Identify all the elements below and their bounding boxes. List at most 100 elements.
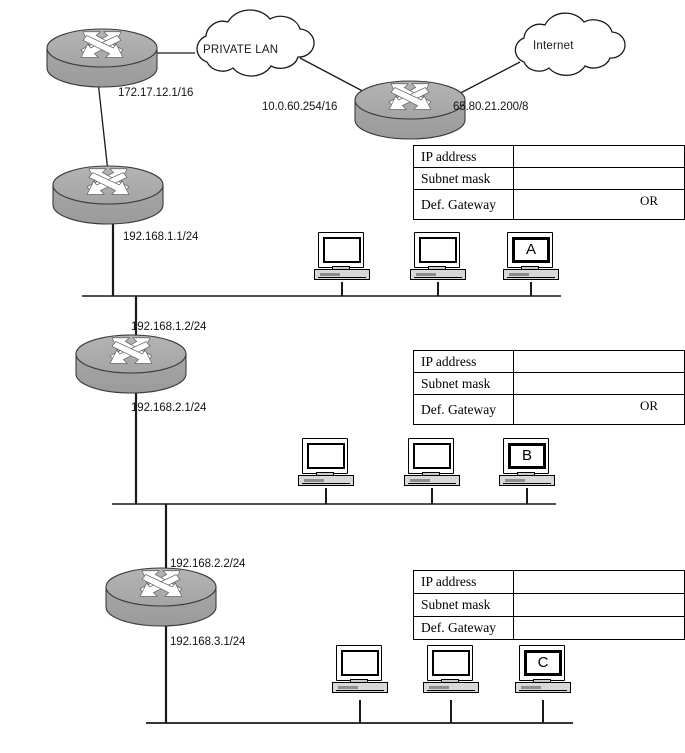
or-separator-label: OR xyxy=(639,397,658,413)
monitor-screen xyxy=(323,236,361,263)
config-key-subnet-mask: Subnet mask xyxy=(412,593,515,617)
monitor-screen xyxy=(307,442,345,469)
config-value-def-gateway[interactable]: OR xyxy=(512,394,685,425)
monitor-screen: A xyxy=(512,236,550,263)
base-slot xyxy=(429,685,449,689)
config-table-a: IP address Subnet mask Def. Gateway OR xyxy=(413,145,685,220)
monitor-icon: A xyxy=(507,232,553,268)
monitor-screen: C xyxy=(524,649,562,676)
computer-base xyxy=(314,269,370,280)
base-slot xyxy=(320,272,340,276)
router-edge xyxy=(354,80,466,140)
pc-c1 xyxy=(332,645,388,695)
table-row: Def. Gateway xyxy=(412,616,685,640)
base-slot xyxy=(338,685,358,689)
base-slot xyxy=(509,272,529,276)
host-label: C xyxy=(537,654,549,671)
computer-base xyxy=(332,682,388,693)
pc-a3: A xyxy=(503,232,559,282)
link-privatelan-edgerouter xyxy=(299,57,373,97)
config-key-subnet-mask: Subnet mask xyxy=(413,372,514,395)
config-table-c: IP address Subnet mask Def. Gateway xyxy=(412,570,685,640)
monitor-icon xyxy=(318,232,364,268)
router-second xyxy=(52,165,164,225)
cloud-label-private-lan: PRIVATE LAN xyxy=(203,44,279,56)
table-row: Def. Gateway OR xyxy=(413,394,685,425)
base-line xyxy=(302,483,350,484)
base-line xyxy=(427,690,475,691)
config-key-ip-address: IP address xyxy=(412,570,515,594)
monitor-screen xyxy=(413,442,451,469)
cloud-label-internet: Internet xyxy=(533,40,574,52)
ip-label-65-80-21-200: 65.80.21.200/8 xyxy=(453,101,529,113)
base-line xyxy=(414,277,462,278)
config-value-ip-address[interactable] xyxy=(512,350,685,373)
table-row: Subnet mask xyxy=(413,372,685,395)
ip-label-172-17-12-1: 172.17.12.1/16 xyxy=(118,87,194,99)
monitor-icon xyxy=(336,645,382,681)
table-row: IP address xyxy=(412,570,685,594)
config-key-ip-address: IP address xyxy=(413,350,514,373)
computer-base xyxy=(423,682,479,693)
config-value-subnet-mask[interactable] xyxy=(513,593,685,617)
config-key-subnet-mask: Subnet mask xyxy=(413,167,514,190)
config-value-def-gateway[interactable]: OR xyxy=(512,189,685,220)
config-value-def-gateway[interactable] xyxy=(513,616,685,640)
ip-label-192-168-1-1: 192.168.1.1/24 xyxy=(123,231,199,243)
config-value-ip-address[interactable] xyxy=(513,570,685,594)
host-label: B xyxy=(521,447,532,464)
pc-c2 xyxy=(423,645,479,695)
config-value-ip-address[interactable] xyxy=(512,145,685,168)
base-slot xyxy=(304,478,324,482)
monitor-screen xyxy=(341,649,379,676)
table-row: Subnet mask xyxy=(412,593,685,617)
router-third xyxy=(75,334,187,394)
pc-b1 xyxy=(298,438,354,488)
ip-label-192-168-1-2: 192.168.1.2/24 xyxy=(131,321,207,333)
monitor-icon: B xyxy=(503,438,549,474)
base-slot xyxy=(521,685,541,689)
router-fourth xyxy=(105,567,217,627)
computer-base xyxy=(499,475,555,486)
router-top-left xyxy=(46,28,158,88)
monitor-screen xyxy=(432,649,470,676)
computer-base xyxy=(410,269,466,280)
base-line xyxy=(318,277,366,278)
computer-base xyxy=(515,682,571,693)
ip-label-10-0-60-254: 10.0.60.254/16 xyxy=(262,101,338,113)
config-value-subnet-mask[interactable] xyxy=(512,167,685,190)
base-line xyxy=(503,483,551,484)
base-slot xyxy=(505,478,525,482)
base-line xyxy=(519,690,567,691)
monitor-screen: B xyxy=(508,442,546,469)
monitor-icon xyxy=(414,232,460,268)
config-key-def-gateway: Def. Gateway xyxy=(413,394,514,425)
pc-b3: B xyxy=(499,438,555,488)
base-line xyxy=(507,277,555,278)
config-value-subnet-mask[interactable] xyxy=(512,372,685,395)
pc-c3: C xyxy=(515,645,571,695)
base-line xyxy=(408,483,456,484)
computer-base xyxy=(503,269,559,280)
table-row: Def. Gateway OR xyxy=(413,189,685,220)
table-row: IP address xyxy=(413,350,685,373)
monitor-icon xyxy=(408,438,454,474)
base-line xyxy=(336,690,384,691)
config-key-def-gateway: Def. Gateway xyxy=(413,189,514,220)
monitor-screen xyxy=(419,236,457,263)
ip-label-192-168-2-1: 192.168.2.1/24 xyxy=(131,402,207,414)
host-label: A xyxy=(525,241,536,258)
monitor-icon xyxy=(427,645,473,681)
config-table-b: IP address Subnet mask Def. Gateway OR xyxy=(413,350,685,425)
base-slot xyxy=(416,272,436,276)
base-slot xyxy=(410,478,430,482)
ip-label-192-168-3-1: 192.168.3.1/24 xyxy=(170,636,246,648)
cloud-private-lan xyxy=(196,9,315,77)
link-router1-router2 xyxy=(96,71,109,173)
monitor-icon xyxy=(302,438,348,474)
or-separator-label: OR xyxy=(639,192,658,208)
monitor-icon: C xyxy=(519,645,565,681)
config-key-def-gateway: Def. Gateway xyxy=(412,616,515,640)
computer-base xyxy=(298,475,354,486)
table-row: Subnet mask xyxy=(413,167,685,190)
